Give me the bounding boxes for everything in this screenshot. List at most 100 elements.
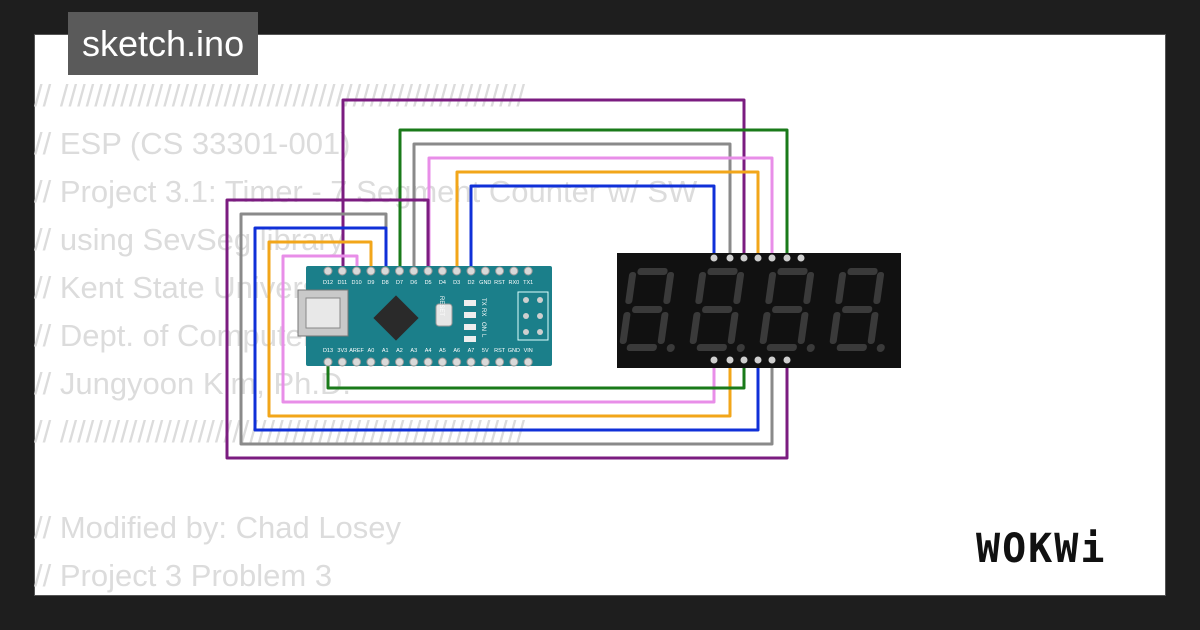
- wire-orange-loop[interactable]: [267, 240, 732, 418]
- digit-4: [829, 268, 885, 352]
- pin-5v[interactable]: [480, 357, 490, 367]
- pin-vin[interactable]: [523, 357, 533, 367]
- pin-label: A7: [468, 348, 475, 354]
- pin-rst[interactable]: [495, 357, 505, 367]
- display-pin-bottom[interactable]: [754, 356, 762, 364]
- wire-gray-loop[interactable]: [239, 212, 774, 446]
- pin-a1[interactable]: [380, 357, 390, 367]
- display-pin-top[interactable]: [754, 254, 762, 262]
- pin-label: RST: [494, 280, 506, 286]
- wires: [225, 98, 789, 460]
- wire-blue-loop[interactable]: [253, 226, 760, 432]
- segment: [847, 268, 878, 275]
- segment: [835, 272, 847, 304]
- code-line: // Modified by: Chad Losey: [34, 510, 402, 545]
- wire-pink-loop[interactable]: [281, 254, 716, 404]
- reset-button[interactable]: [435, 303, 453, 327]
- display-pin-top[interactable]: [740, 254, 748, 262]
- segment: [632, 306, 663, 313]
- wire-purple-top[interactable]: [341, 98, 746, 268]
- pin-label: D6: [410, 280, 417, 286]
- pin-d3[interactable]: [452, 266, 462, 276]
- segment: [695, 272, 707, 304]
- reset-label: RESET: [438, 296, 444, 316]
- decimal-point: [666, 344, 675, 352]
- wire-green-bottom[interactable]: [326, 352, 746, 390]
- segment: [766, 344, 797, 351]
- pin-d4[interactable]: [437, 266, 447, 276]
- pin-label: 5V: [482, 348, 489, 354]
- segment: [702, 306, 733, 313]
- pin-d5[interactable]: [423, 266, 433, 276]
- code-line: // ESP (CS 33301-001): [34, 126, 351, 161]
- pin-tx1[interactable]: [523, 266, 533, 276]
- pin-d6[interactable]: [409, 266, 419, 276]
- seven-segment-display[interactable]: [617, 253, 901, 368]
- wire-purple-loop[interactable]: [225, 198, 789, 460]
- pin-aref[interactable]: [352, 357, 362, 367]
- file-tab[interactable]: sketch.ino: [68, 12, 259, 75]
- pin-label: 3V3: [337, 348, 347, 354]
- pin-a2[interactable]: [395, 357, 404, 367]
- decimal-point: [806, 344, 815, 352]
- code-line: // /////////////////////////////////////…: [34, 78, 525, 113]
- display-pin-top[interactable]: [783, 254, 791, 262]
- pin-a5[interactable]: [437, 357, 447, 367]
- decimal-point: [876, 344, 885, 352]
- pin-rst[interactable]: [495, 266, 505, 276]
- digit-1: [619, 268, 675, 352]
- segment: [842, 306, 873, 313]
- pin-label: D12: [323, 280, 333, 286]
- pin-d9[interactable]: [366, 266, 376, 276]
- wire-orange-top[interactable]: [455, 170, 760, 268]
- pin-d11[interactable]: [337, 266, 347, 276]
- led-rx-icon: [464, 312, 476, 318]
- pin-label: A3: [410, 348, 417, 354]
- display-pin-bottom[interactable]: [768, 356, 776, 364]
- display-pin-bottom[interactable]: [740, 356, 748, 364]
- pin-label: A4: [425, 348, 432, 354]
- pin-d13[interactable]: [323, 357, 333, 367]
- display-pin-top[interactable]: [726, 254, 734, 262]
- pin-label: VIN: [524, 348, 533, 354]
- led-tx-icon: [464, 300, 476, 306]
- pin-a7[interactable]: [466, 357, 476, 367]
- icsp-pins: [523, 297, 543, 335]
- segment: [772, 306, 803, 313]
- usb-connector: [305, 297, 341, 329]
- pin-label: D10: [352, 280, 362, 286]
- led-l-icon: [464, 336, 476, 342]
- display-pin-top[interactable]: [710, 254, 718, 262]
- display-pin-bottom[interactable]: [710, 356, 718, 364]
- pin-d10[interactable]: [352, 266, 362, 276]
- pin-a3[interactable]: [409, 357, 419, 367]
- pin-d2[interactable]: [466, 266, 476, 276]
- pin-a0[interactable]: [366, 357, 376, 367]
- display-pin-bottom[interactable]: [783, 356, 791, 364]
- segment: [777, 268, 808, 275]
- wire-pink-top[interactable]: [427, 156, 774, 268]
- pin-label: A1: [382, 348, 389, 354]
- segment: [657, 312, 669, 344]
- pin-d12[interactable]: [323, 266, 333, 276]
- pin-a6[interactable]: [452, 357, 462, 367]
- pin-label: A0: [368, 348, 375, 354]
- digit-2: [689, 268, 745, 352]
- wire-gray-top[interactable]: [412, 142, 732, 268]
- pin-3v3[interactable]: [337, 357, 347, 367]
- pin-d8[interactable]: [380, 266, 390, 276]
- segment: [733, 272, 745, 304]
- pin-rx0[interactable]: [509, 266, 519, 276]
- pin-a4[interactable]: [423, 357, 433, 367]
- pin-gnd[interactable]: [509, 357, 519, 367]
- pin-d7[interactable]: [395, 266, 404, 276]
- display-pin-bottom[interactable]: [726, 356, 734, 364]
- segment: [759, 312, 771, 344]
- pin-gnd[interactable]: [480, 266, 490, 276]
- display-pin-top[interactable]: [768, 254, 776, 262]
- wire-blue-top[interactable]: [469, 184, 716, 268]
- display-pin-top[interactable]: [797, 254, 805, 262]
